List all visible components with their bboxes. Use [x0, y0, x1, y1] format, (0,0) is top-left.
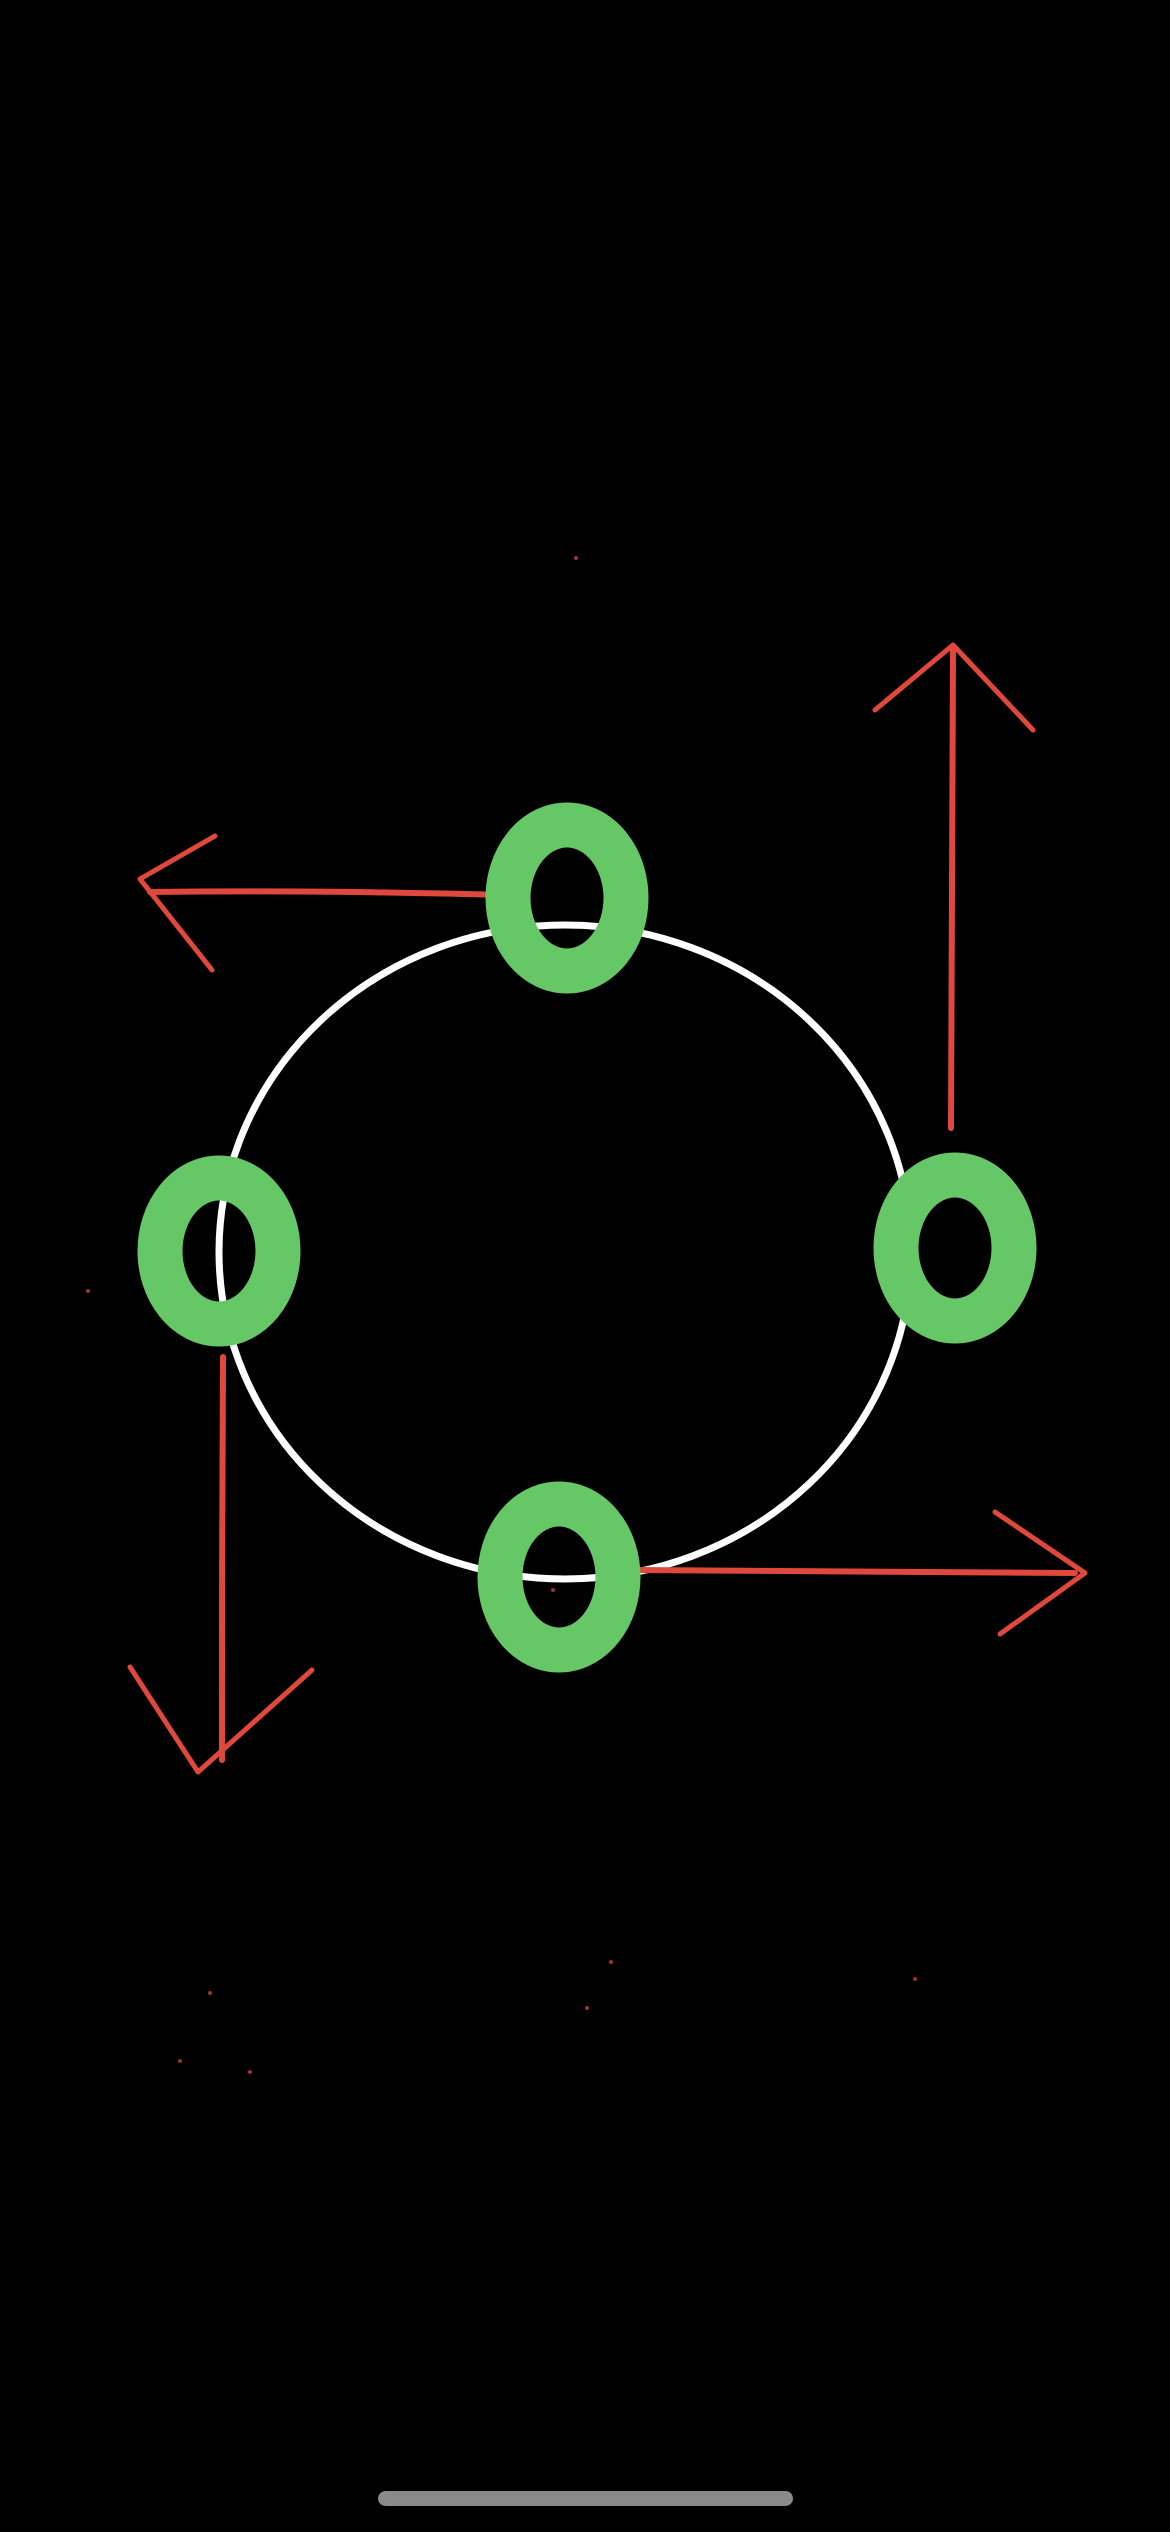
speck [574, 556, 578, 560]
handle-ring [485, 802, 649, 994]
arrow-left-icon [137, 833, 508, 973]
handle-bottom-ring-handle-icon[interactable] [477, 1481, 641, 1673]
arrow-shaft [633, 1567, 1078, 1576]
speck [551, 1588, 555, 1592]
arrow-head [127, 1664, 315, 1775]
speck [178, 2059, 182, 2063]
speck [248, 2070, 252, 2074]
arrow-shaft [219, 1354, 226, 1763]
handle-ring [477, 1481, 641, 1673]
speck [208, 1991, 212, 1995]
arrow-head [872, 642, 1036, 733]
arrow-right-icon [633, 1509, 1088, 1637]
handle-ring [873, 1152, 1037, 1344]
arrow-head [137, 833, 218, 973]
arrow-shaft [147, 888, 508, 898]
arrow-up-icon [872, 642, 1036, 1131]
arrow-head [992, 1509, 1088, 1637]
handle-right-ring-handle-icon[interactable] [873, 1152, 1037, 1344]
speck [585, 2006, 589, 2010]
speck [609, 1960, 613, 1964]
speck [86, 1289, 90, 1293]
handle-ring [137, 1155, 301, 1347]
handle-left-ring-handle-icon[interactable] [137, 1155, 301, 1347]
circle-outline [215, 921, 915, 1583]
home-indicator[interactable] [378, 2491, 793, 2506]
arrow-shaft [948, 647, 956, 1131]
handle-top-ring-handle-icon[interactable] [485, 802, 649, 994]
arrow-down-icon [127, 1354, 315, 1775]
speck [913, 1977, 917, 1981]
